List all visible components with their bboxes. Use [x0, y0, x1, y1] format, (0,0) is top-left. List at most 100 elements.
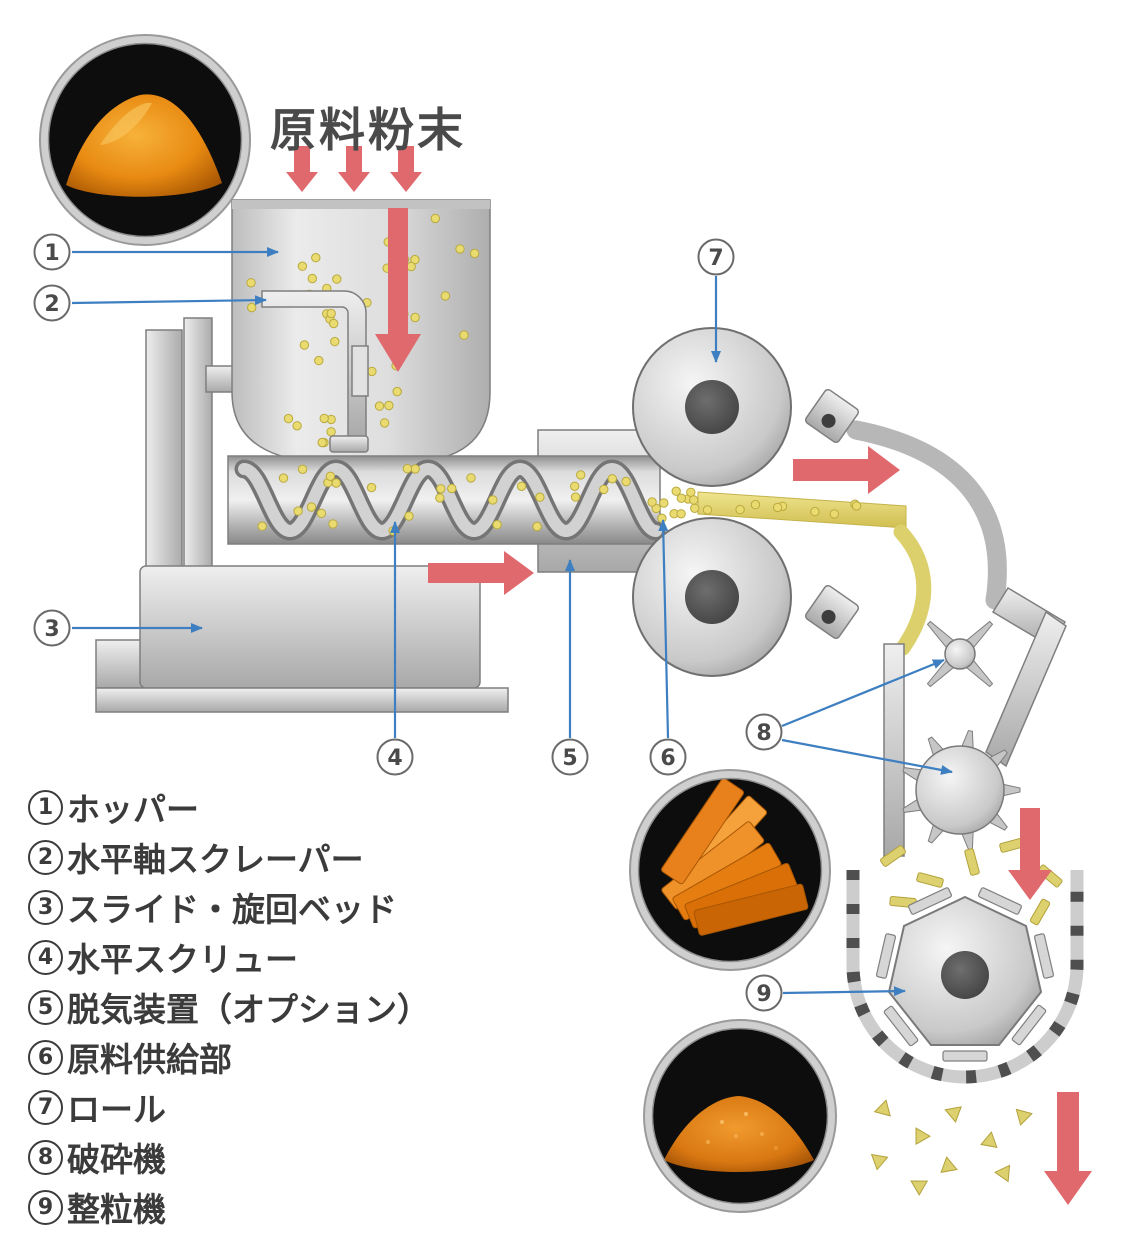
powder-particle	[488, 495, 498, 505]
powder-particle	[430, 213, 440, 224]
powder-particle	[317, 437, 327, 448]
leader-8b	[781, 738, 953, 775]
powder-particle	[772, 502, 783, 513]
legend-label: 水平軸スクレーパー	[67, 840, 364, 879]
legend-label: 整粒機	[67, 1190, 166, 1229]
powder-particle	[657, 513, 667, 523]
powder-particle	[331, 478, 341, 488]
powder-particle	[384, 400, 394, 411]
powder-particle	[366, 482, 377, 493]
granulator-paddles	[875, 887, 1055, 1062]
lower-scraper-bracket	[804, 584, 860, 640]
legend-number: 2	[28, 839, 63, 875]
powder-particle	[246, 278, 256, 288]
powder-particle	[297, 464, 308, 474]
powder-particle	[466, 473, 476, 483]
hopper-particles	[246, 213, 480, 448]
powder-particle	[325, 471, 336, 481]
powder-particle	[570, 481, 580, 491]
legend-label: スライド・旋回ベッド	[67, 890, 397, 929]
legend-label: ホッパー	[67, 790, 199, 829]
callout-6: 6	[649, 738, 687, 776]
powder-particle	[307, 273, 317, 284]
feed-section-particles	[647, 486, 700, 523]
callout-9: 9	[745, 974, 783, 1012]
granulator-hub	[941, 951, 989, 999]
powder-particle	[283, 413, 294, 424]
flake-chips	[661, 778, 809, 936]
sheet-particles	[702, 499, 862, 519]
powder-particle	[492, 520, 502, 530]
powder-particle	[314, 355, 324, 366]
callout-7: 7	[697, 238, 735, 276]
svg-text:3: 3	[44, 617, 59, 642]
powder-particle	[607, 474, 617, 484]
svg-text:4: 4	[387, 746, 402, 771]
hopper-down-arrow	[375, 208, 421, 372]
callout-1: 1	[33, 233, 71, 271]
powder-particle	[435, 493, 445, 503]
powder-particle	[570, 492, 581, 502]
legend-number: 4	[28, 939, 63, 975]
callout-5: 5	[551, 738, 589, 776]
feed-arrow-2	[338, 146, 370, 192]
leader-9	[782, 986, 906, 997]
powder-particle	[659, 498, 669, 508]
callouts: 1 2 3 4 5 6 7 8 9	[33, 233, 783, 1012]
powder-particle	[599, 484, 609, 495]
callout-8: 8	[745, 713, 783, 751]
powder-particle	[647, 497, 657, 507]
crusher-breaker-star	[926, 620, 994, 688]
powder-particle	[576, 470, 586, 480]
legend-label: 水平スクリュー	[67, 940, 298, 979]
powder-particle	[671, 486, 681, 496]
powder-particle	[374, 401, 385, 411]
powder-particle	[516, 481, 527, 491]
powder-particle	[410, 312, 420, 323]
svg-text:2: 2	[44, 292, 59, 317]
powder-particle	[690, 503, 700, 513]
granule-photo	[643, 1019, 837, 1213]
powder-particle	[330, 336, 340, 347]
legend-number: 6	[28, 1039, 63, 1075]
callout-3: 3	[33, 609, 71, 647]
powder-particle	[440, 291, 451, 301]
powder-particle	[278, 473, 289, 483]
upper-scraper-bracket	[804, 388, 860, 444]
raw-material-title: 原料粉末	[270, 103, 466, 157]
feed-arrow-3	[390, 146, 422, 192]
discharge-chute	[846, 420, 1007, 610]
powder-particle	[436, 484, 446, 494]
powder-particle	[326, 308, 336, 319]
powder-particle	[316, 508, 327, 518]
granulator	[846, 870, 1084, 1084]
svg-text:6: 6	[660, 746, 675, 771]
crusher-down-arrow	[1008, 808, 1052, 900]
powder-particle	[332, 274, 342, 284]
flow-arrows	[286, 146, 1092, 1205]
powder-particle	[292, 421, 302, 431]
powder-particle	[406, 261, 416, 272]
legend-number: 9	[28, 1189, 63, 1225]
legend-number: 5	[28, 989, 63, 1025]
powder-particle	[392, 386, 402, 397]
crusher	[883, 586, 1067, 857]
leader-6	[658, 519, 670, 739]
raw-powder-photo	[39, 34, 251, 246]
powder-particle	[469, 248, 480, 259]
powder-particle	[459, 330, 469, 340]
powder-particle	[326, 427, 336, 437]
powder-particle	[410, 464, 420, 474]
powder-particle	[676, 509, 686, 519]
horizontal-screw	[234, 459, 666, 541]
powder-particle	[299, 340, 310, 350]
